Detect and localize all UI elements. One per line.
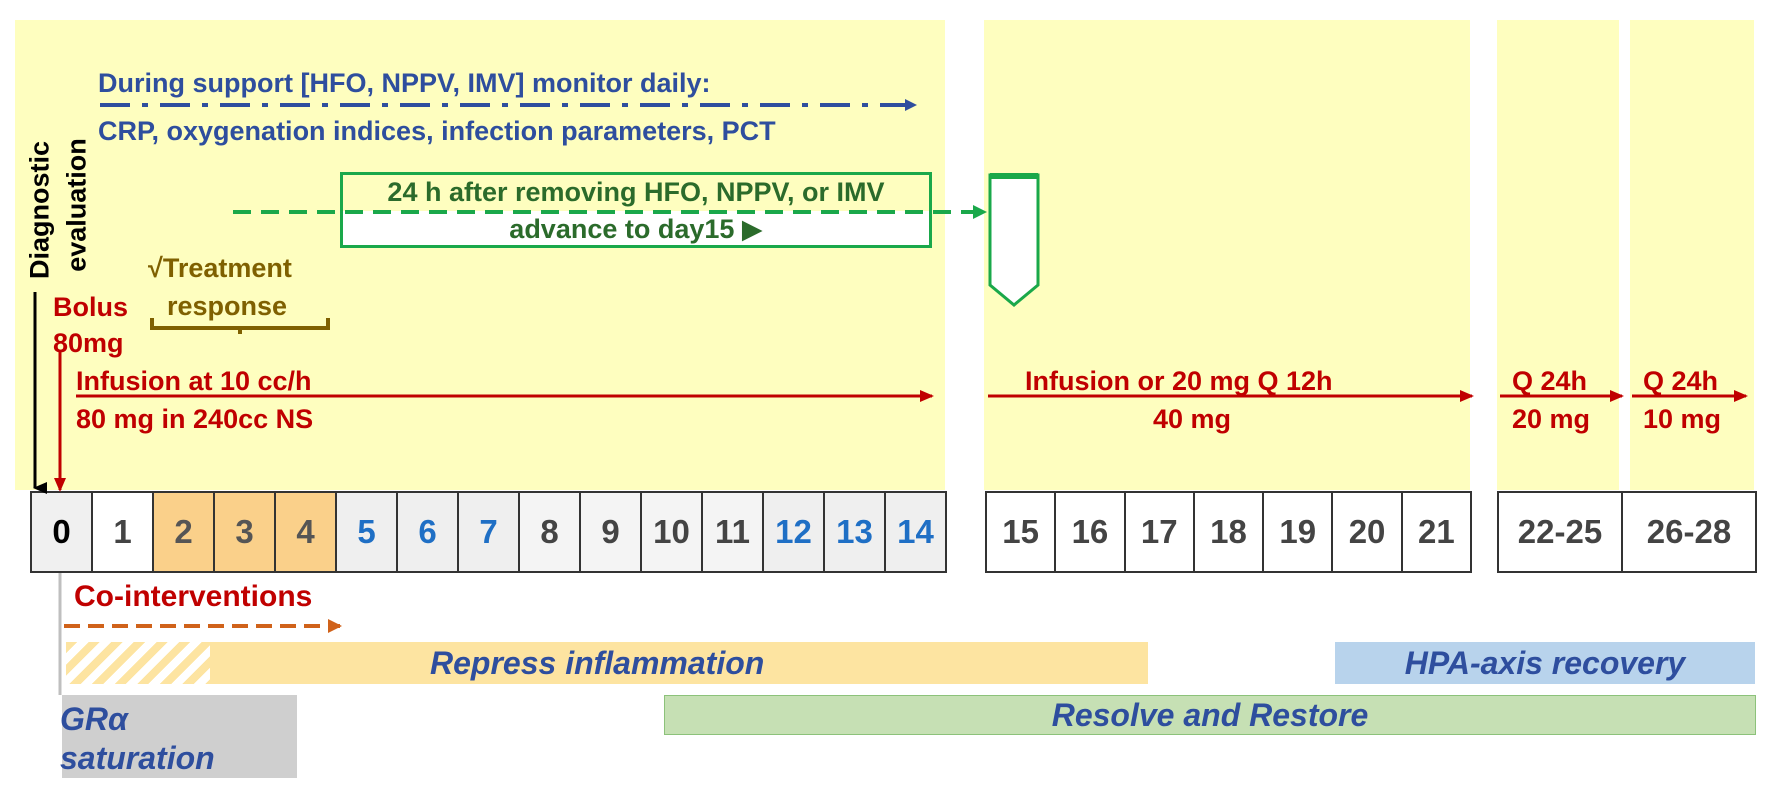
day15-tag (988, 173, 1040, 307)
day-cell-20: 20 (1331, 491, 1403, 573)
gr-saturation-label-1: GRα (60, 701, 128, 737)
wean-box-top-fill (343, 175, 929, 211)
day-cell-0: 0 (30, 491, 93, 573)
day15-tag-top (990, 173, 1038, 179)
treatment-response-label-1: √Treatment (148, 253, 292, 283)
phase2-line1: Infusion or 20 mg Q 12h (1025, 366, 1333, 396)
day-cell-15: 15 (985, 491, 1057, 573)
phase4-line1: Q 24h (1643, 366, 1719, 396)
bolus-label-1: Bolus (53, 292, 129, 322)
hpa-axis-band: HPA-axis recovery (1335, 642, 1755, 684)
day-cell-5: 5 (335, 491, 398, 573)
repress-inflammation-band: Repress inflammation (210, 642, 1148, 684)
hpa-axis-label: HPA-axis recovery (1404, 644, 1686, 681)
wean-box-line1: 24 h after removing HFO, NPPV, or IMV (387, 177, 885, 207)
co-interventions-label: Co-interventions (74, 580, 313, 613)
day-cell-22-25: 22-25 (1497, 491, 1623, 573)
phase1-line2: 80 mg in 240cc NS (76, 404, 314, 434)
repress-inflammation-label: Repress inflammation (430, 644, 765, 681)
gr-saturation-label-2: saturation (60, 740, 215, 776)
wean-box-line2: advance to day15 ▶ (509, 214, 763, 244)
phase-panel-2 (984, 20, 1470, 490)
resolve-restore-band: Resolve and Restore (664, 695, 1756, 735)
phase-panel-4 (1630, 20, 1754, 490)
day-cell-3: 3 (213, 491, 276, 573)
bolus-label-2: 80mg (53, 328, 124, 358)
day-cell-8: 8 (518, 491, 581, 573)
day-cell-9: 9 (579, 491, 642, 573)
phase4-line2: 10 mg (1643, 404, 1722, 434)
day-cell-13: 13 (823, 491, 886, 573)
day-cell-14: 14 (884, 491, 947, 573)
day-cell-4: 4 (274, 491, 337, 573)
monitor-parameters-label: CRP, oxygenation indices, infection para… (98, 116, 776, 146)
treatment-response-label-2: response (167, 291, 288, 321)
day-cell-21: 21 (1400, 491, 1472, 573)
phase-panel-1 (15, 20, 945, 490)
day-cell-6: 6 (396, 491, 459, 573)
resolve-restore-label: Resolve and Restore (1051, 696, 1369, 733)
day-cell-26-28: 26-28 (1621, 491, 1757, 573)
monitor-daily-label: During support [HFO, NPPV, IMV] monitor … (98, 68, 711, 98)
day-cell-7: 7 (457, 491, 520, 573)
treatment-brace (150, 318, 330, 334)
phase3-line2: 20 mg (1512, 404, 1591, 434)
repress-hatched-band (66, 642, 212, 684)
phase-panel-3 (1497, 20, 1619, 490)
phase1-line1: Infusion at 10 cc/h (76, 366, 312, 396)
phase3-line1: Q 24h (1512, 366, 1588, 396)
phase2-line2: 40 mg (1153, 404, 1232, 434)
day-cell-12: 12 (762, 491, 825, 573)
day-cell-18: 18 (1192, 491, 1265, 573)
day-cell-2: 2 (152, 491, 215, 573)
day-cell-11: 11 (701, 491, 764, 573)
gr-saturation-band (62, 695, 297, 778)
